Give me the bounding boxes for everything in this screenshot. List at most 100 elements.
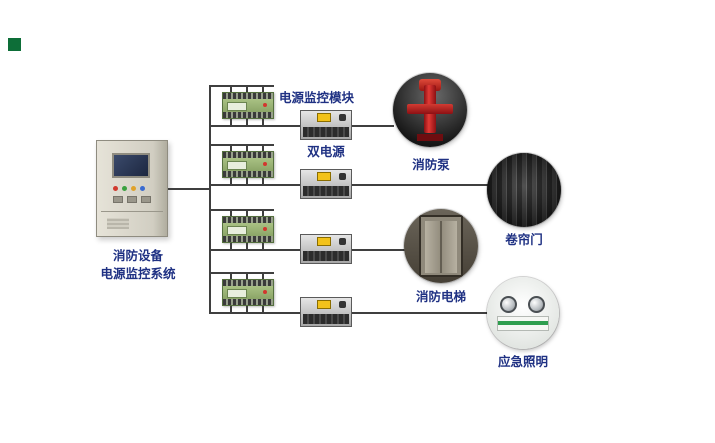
wire-tick: [246, 85, 248, 92]
cabinet-wire: [168, 188, 210, 190]
wire: [210, 184, 300, 186]
pump-base: [417, 134, 443, 141]
module-display: [227, 102, 247, 111]
cabinet-button: [127, 196, 137, 203]
wire: [352, 312, 488, 314]
wire-tick: [262, 144, 264, 151]
module-terminals: [223, 112, 273, 118]
wire-tick: [262, 178, 264, 184]
wire: [352, 249, 405, 251]
pump-flange: [407, 104, 453, 114]
indicator-blue: [140, 186, 145, 191]
indicator-orange: [131, 186, 136, 191]
cabinet-vent: [107, 218, 129, 229]
wire-tick: [230, 85, 232, 92]
cabinet-button: [141, 196, 151, 203]
emergency-light-stripe: [498, 321, 548, 325]
wire-tick: [246, 209, 248, 216]
power-monitor-module-3: [222, 216, 274, 243]
load-label-emergency-lighting: 应急照明: [497, 354, 548, 369]
module-face: [223, 286, 273, 299]
wire-tick: [230, 243, 232, 249]
module-display: [227, 289, 247, 298]
wire-tick: [246, 272, 248, 279]
ats-knob: [339, 301, 346, 308]
wire: [210, 125, 300, 127]
cabinet-screen: [112, 153, 150, 178]
system-title: 消防设备 电源监控系统: [82, 247, 194, 283]
wire-tick: [262, 119, 264, 125]
module-terminals: [223, 93, 273, 99]
ats-terminal-cover: [303, 127, 349, 137]
system-title-line1: 消防设备: [112, 248, 163, 263]
shutter-shading: [487, 153, 561, 227]
fire-elevator-photo: [404, 209, 478, 283]
wire-tick: [230, 119, 232, 125]
wire-tick: [262, 243, 264, 249]
module-face: [223, 99, 273, 112]
ats-knob: [339, 173, 346, 180]
wire: [210, 272, 274, 274]
module-face: [223, 158, 273, 171]
load-label-rolling-shutter: 卷帘门: [505, 232, 543, 247]
wire: [210, 209, 274, 211]
module-led: [263, 162, 267, 166]
system-title-line2: 电源监控系统: [100, 266, 176, 281]
emergency-light-body: [497, 316, 549, 331]
wire-tick: [230, 144, 232, 151]
elevator-doors: [425, 221, 457, 273]
ats-yellow-handle: [317, 300, 331, 309]
module-display: [227, 226, 247, 235]
cabinet-indicator-lights: [113, 186, 145, 191]
module-terminals: [223, 171, 273, 177]
dual-power-label: 双电源: [307, 144, 345, 159]
module-led: [263, 227, 267, 231]
cabinet-button: [113, 196, 123, 203]
load-label-fire-pump: 消防泵: [412, 157, 450, 172]
module-face: [223, 223, 273, 236]
corner-marker: [8, 38, 21, 51]
ats-yellow-handle: [317, 172, 331, 181]
module-display: [227, 161, 247, 170]
fire-pump-photo: [393, 73, 467, 147]
wire: [210, 312, 300, 314]
wire-tick: [262, 306, 264, 312]
wire-tick: [246, 178, 248, 184]
rolling-shutter-photo: [487, 153, 561, 227]
wire-tick: [246, 144, 248, 151]
ats-terminal-cover: [303, 186, 349, 196]
wire: [352, 184, 488, 186]
wire-tick: [262, 209, 264, 216]
indicator-red: [113, 186, 118, 191]
wire: [210, 144, 274, 146]
cabinet-door-seam: [101, 211, 163, 212]
dual-power-switch-1: [300, 110, 352, 140]
wire-tick: [262, 85, 264, 92]
emergency-lamp-left: [500, 296, 517, 313]
wire-tick: [230, 178, 232, 184]
wire: [210, 249, 300, 251]
module-led: [263, 290, 267, 294]
module-led: [263, 103, 267, 107]
module-terminals: [223, 280, 273, 286]
wire-tick: [246, 119, 248, 125]
power-monitor-module-4: [222, 279, 274, 306]
ats-knob: [339, 238, 346, 245]
wire: [210, 85, 274, 87]
module-terminals: [223, 217, 273, 223]
ats-yellow-handle: [317, 113, 331, 122]
dual-power-switch-2: [300, 169, 352, 199]
module-terminals: [223, 299, 273, 305]
wire: [352, 125, 394, 127]
module-terminals: [223, 236, 273, 242]
monitoring-cabinet: [96, 140, 168, 237]
ats-yellow-handle: [317, 237, 331, 246]
ats-terminal-cover: [303, 251, 349, 261]
power-monitor-module-1: [222, 92, 274, 119]
wire-tick: [246, 306, 248, 312]
load-label-fire-elevator: 消防电梯: [415, 289, 466, 304]
emergency-lamp-right: [528, 296, 545, 313]
module-terminals: [223, 152, 273, 158]
dual-power-switch-4: [300, 297, 352, 327]
